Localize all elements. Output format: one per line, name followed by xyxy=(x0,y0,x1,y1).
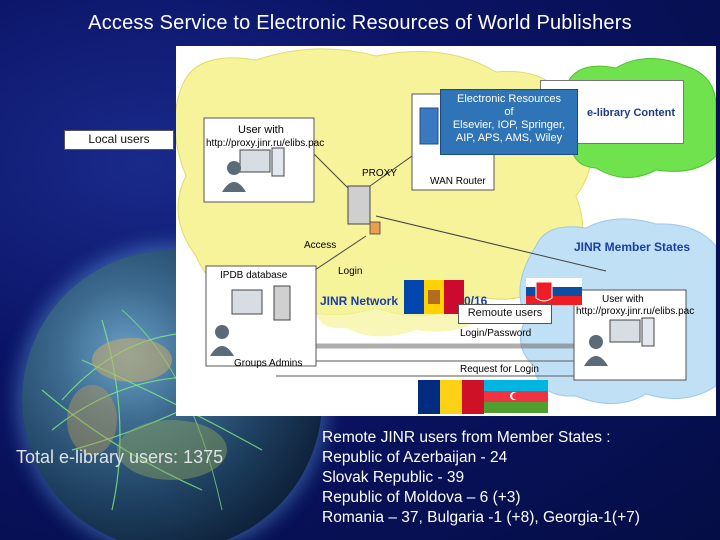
remote-line-0: Remote JINR users from Member States : xyxy=(322,429,611,446)
er-line-1: Electronic Resources xyxy=(457,93,561,105)
proxy-label: PROXY xyxy=(362,168,398,179)
moldova-flag-icon xyxy=(404,280,464,314)
network-diagram: User with http://proxy.jinr.ru/elibs.pac… xyxy=(176,46,716,416)
remote-users-list: Remote JINR users from Member States : R… xyxy=(322,428,640,528)
request-login-label: Request for Login xyxy=(460,364,539,375)
er-line-4: AIP, APS, AMS, Wiley xyxy=(455,132,563,144)
login-password-label: Login/Password xyxy=(460,328,532,339)
er-line-2: of xyxy=(504,106,514,118)
er-line-3: Elsevier, IOP, Springer, xyxy=(452,119,566,131)
electronic-resources-box: Electronic Resources of Elsevier, IOP, S… xyxy=(440,89,578,155)
login-label: Login xyxy=(338,266,363,277)
remote-line-2: Slovak Republic - 39 xyxy=(322,469,465,486)
ipdb-label: IPDB database xyxy=(220,270,288,281)
remote-host-label: User with xyxy=(602,294,644,305)
jinr-member-states-label: JINR Member States xyxy=(574,240,691,254)
remote-host-url: http://proxy.jinr.ru/elibs.pac xyxy=(576,306,695,317)
access-label: Access xyxy=(304,240,337,251)
remote-users-label: Remoute users xyxy=(458,304,552,324)
globe-network-lines xyxy=(41,309,293,511)
slide-title: Access Service to Electronic Resources o… xyxy=(88,12,632,34)
elibrary-content-label: e-library Content xyxy=(586,107,675,119)
group-admins-label: Groups Admins xyxy=(234,358,303,369)
proxy-server-icon xyxy=(347,185,371,225)
remote-line-3: Republic of Moldova – 6 (+3) xyxy=(322,489,521,506)
jinr-network-label: JINR Network xyxy=(320,294,399,308)
local-host-label: User with xyxy=(238,124,284,136)
romania-flag-icon xyxy=(418,380,484,414)
local-host-url: http://proxy.jinr.ru/elibs.pac xyxy=(206,138,325,149)
azerbaijan-flag-icon xyxy=(484,380,548,413)
local-users-label: Local users xyxy=(64,130,174,150)
slovakia-flag-icon xyxy=(526,278,582,305)
remote-line-1: Republic of Azerbaijan - 24 xyxy=(322,449,508,466)
total-users-text: Total e-library users: 1375 xyxy=(16,447,224,467)
wan-router-label: WAN Router xyxy=(430,176,486,187)
remote-line-4: Romania – 37, Bulgaria -1 (+8), Georgia-… xyxy=(322,509,640,526)
